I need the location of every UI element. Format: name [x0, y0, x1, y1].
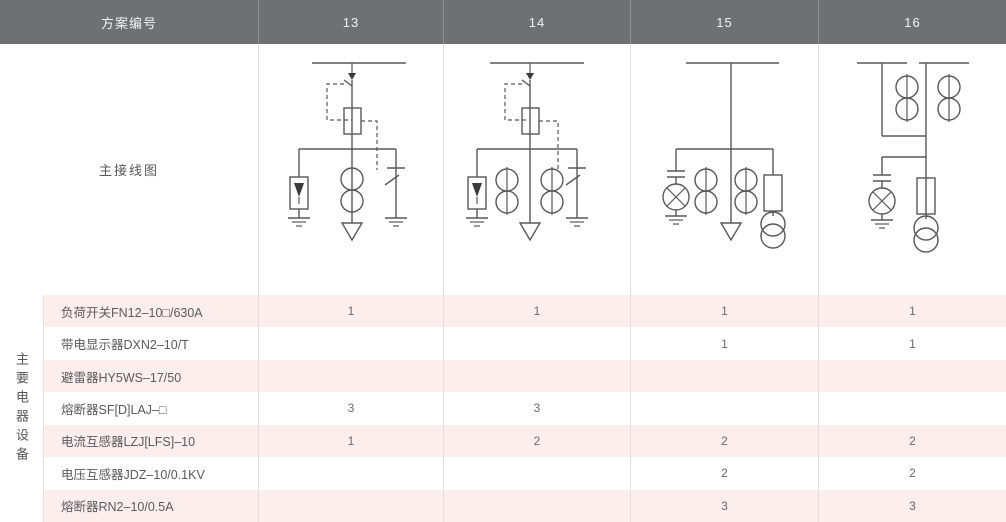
wiring-diagram-row: 主接线图 [0, 44, 1006, 297]
wiring-diagram-16 [818, 44, 1006, 295]
equipment-value-16 [818, 359, 1006, 393]
earth-switch-blade [565, 174, 581, 186]
interlock-dashed-right [539, 120, 559, 170]
table-header-row: 方案编号 13 14 15 16 [0, 0, 1006, 44]
table-row: 避雷器HY5WS–17/50 [44, 359, 1006, 393]
equipment-value-13: 3 [258, 392, 443, 425]
wiring-diagram-13 [258, 44, 443, 295]
cable-outgoing-symbol [518, 222, 542, 242]
equipment-value-15: 2 [630, 424, 818, 458]
equipment-table: 主要电器设备 负荷开关FN12–10□/630A 1 1 1 1 带电显示器DX… [0, 295, 1006, 522]
equipment-value-13: 1 [258, 295, 443, 328]
wiring-diagram-label: 主接线图 [98, 163, 159, 178]
disconnect-arrow-icon [526, 73, 534, 80]
header-column-15: 15 [630, 0, 818, 44]
table-row: 电压互感器JDZ–10/0.1KV 2 2 [44, 457, 1006, 490]
interlock-dashed-right [361, 120, 378, 170]
equipment-value-13 [258, 359, 443, 393]
equipment-value-13 [258, 327, 443, 360]
equipment-value-14 [443, 327, 630, 360]
equipment-name: 负荷开关FN12–10□/630A [61, 305, 203, 320]
equipment-value-14: 3 [443, 392, 630, 425]
table-row: 电流互感器LZJ[LFS]–10 1 2 2 2 [44, 424, 1006, 458]
header-column-13: 13 [258, 0, 443, 44]
equipment-value-15: 1 [630, 295, 818, 328]
table-row: 熔断器RN2–10/0.5A 3 3 [44, 489, 1006, 522]
equipment-value-15 [630, 392, 818, 425]
equipment-name: 避雷器HY5WS–17/50 [61, 370, 182, 385]
interlock-dashed-left [504, 83, 530, 121]
equipment-section-label: 主要电器设备 [0, 295, 44, 522]
voltage-transformer-symbol [913, 215, 939, 241]
equipment-section-label-text: 主要电器设备 [14, 351, 29, 466]
disconnect-arrow-icon [348, 73, 356, 80]
earth-switch-blade [384, 174, 400, 186]
equipment-value-13: 1 [258, 424, 443, 458]
equipment-name: 熔断器RN2–10/0.5A [61, 500, 174, 515]
equipment-value-16: 1 [818, 295, 1006, 328]
cable-outgoing-symbol [719, 222, 743, 242]
equipment-name: 电压互感器JDZ–10/0.1KV [61, 467, 205, 482]
equipment-name: 熔断器SF[D]LAJ–□ [61, 402, 167, 417]
equipment-value-15 [630, 359, 818, 393]
equipment-value-15: 1 [630, 327, 818, 360]
header-column-16: 16 [818, 0, 1006, 44]
equipment-value-14 [443, 359, 630, 393]
voltage-transformer-symbol [913, 227, 939, 253]
header-scheme-label: 方案编号 [100, 15, 157, 31]
equipment-value-14: 2 [443, 424, 630, 458]
equipment-value-13 [258, 489, 443, 522]
equipment-value-16: 1 [818, 327, 1006, 360]
equipment-value-15: 3 [630, 489, 818, 522]
equipment-value-14 [443, 489, 630, 522]
equipment-value-16: 3 [818, 489, 1006, 522]
equipment-value-16 [818, 392, 1006, 425]
equipment-value-15: 2 [630, 457, 818, 490]
voltage-transformer-symbol [760, 211, 786, 237]
table-row: 带电显示器DXN2–10/T 1 1 [44, 327, 1006, 360]
header-column-14: 14 [443, 0, 630, 44]
fuse-symbol [763, 174, 783, 212]
interlock-dashed-left [326, 83, 352, 121]
current-transformer-symbol [340, 189, 364, 213]
table-row: 负荷开关FN12–10□/630A 1 1 1 1 [44, 295, 1006, 328]
equipment-name: 电流互感器LZJ[LFS]–10 [61, 435, 196, 450]
voltage-transformer-symbol [760, 223, 786, 249]
equipment-value-13 [258, 457, 443, 490]
cable-outgoing-symbol [340, 222, 364, 242]
wiring-diagram-15 [630, 44, 818, 295]
equipment-value-16: 2 [818, 424, 1006, 458]
equipment-value-14: 1 [443, 295, 630, 328]
wiring-diagram-14 [443, 44, 630, 295]
table-row: 熔断器SF[D]LAJ–□ 3 3 [44, 392, 1006, 425]
equipment-value-16: 2 [818, 457, 1006, 490]
equipment-name: 带电显示器DXN2–10/T [61, 338, 189, 353]
equipment-rows: 负荷开关FN12–10□/630A 1 1 1 1 带电显示器DXN2–10/T… [44, 295, 1006, 522]
equipment-value-14 [443, 457, 630, 490]
